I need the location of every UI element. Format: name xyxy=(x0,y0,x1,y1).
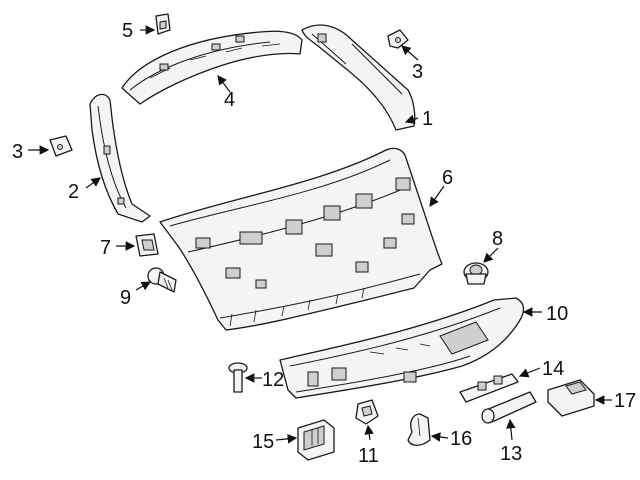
leader-4 xyxy=(217,75,231,93)
part-1-pillar-trim xyxy=(301,24,416,131)
part-3-clip-left xyxy=(49,135,73,157)
part-17-switch xyxy=(547,379,595,417)
callout-1: 1 xyxy=(422,108,433,130)
part-2-pillar-trim xyxy=(89,93,151,223)
part-16-hook xyxy=(407,413,431,446)
leader-9 xyxy=(135,281,152,291)
part-8-grommet xyxy=(463,262,489,285)
part-14-bracket xyxy=(459,373,519,403)
leader-2 xyxy=(85,177,101,189)
callout-13: 13 xyxy=(500,443,522,465)
callout-16: 16 xyxy=(450,428,472,450)
callout-15: 15 xyxy=(252,431,274,453)
callout-10: 10 xyxy=(546,303,568,325)
callout-14: 14 xyxy=(542,358,564,380)
part-6-liftgate-panel xyxy=(159,147,443,331)
callout-2: 2 xyxy=(68,181,79,203)
callout-4: 4 xyxy=(224,89,235,111)
part-5-clip xyxy=(155,13,171,35)
callout-6: 6 xyxy=(442,167,453,189)
part-13-cylinder xyxy=(481,391,537,424)
leader-6 xyxy=(429,185,445,207)
callout-3-left: 3 xyxy=(12,141,23,163)
callout-8: 8 xyxy=(492,228,503,250)
part-12-bolt xyxy=(228,362,248,393)
part-7-clip xyxy=(135,233,159,257)
leader-15 xyxy=(275,434,298,444)
leader-lines xyxy=(28,25,612,444)
callout-11: 11 xyxy=(358,445,379,467)
part-10-lower-trim xyxy=(279,297,525,399)
callout-3-upper: 3 xyxy=(412,61,423,83)
leader-3a xyxy=(401,45,419,61)
callout-7: 7 xyxy=(100,237,111,259)
callout-12: 12 xyxy=(262,369,284,391)
callout-5: 5 xyxy=(122,20,133,42)
callout-17: 17 xyxy=(614,390,636,412)
leader-1 xyxy=(404,114,419,124)
part-9-push-pin xyxy=(147,267,177,293)
callout-9: 9 xyxy=(120,287,131,309)
leader-8 xyxy=(483,247,499,263)
part-11-clip xyxy=(355,399,379,425)
part-3-clip-right xyxy=(387,29,409,49)
part-15-block xyxy=(297,419,335,461)
callout-labels: 1 2 3 3 4 5 6 7 8 9 10 11 12 13 14 15 16… xyxy=(12,20,636,467)
leader-16 xyxy=(430,432,449,442)
leader-14 xyxy=(518,367,541,378)
leader-11 xyxy=(364,424,374,441)
leader-13 xyxy=(506,418,516,441)
part-4-header-trim xyxy=(121,30,303,105)
